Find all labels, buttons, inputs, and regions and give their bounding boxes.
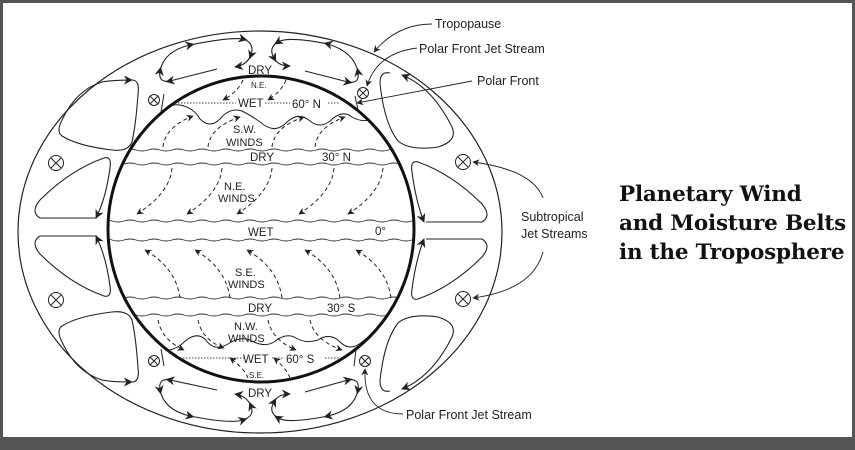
- ferrel-cell-se: [379, 315, 454, 392]
- wind-arrow-nw: [157, 319, 185, 351]
- callout-tropopause: Tropopause: [435, 17, 501, 31]
- wind-arrow-se: [194, 249, 231, 299]
- diagram-canvas: DRY N.E. WET 60° N S.W. WINDS DRY 30° N …: [3, 3, 852, 437]
- earth-globe: [106, 74, 416, 384]
- wind-arrow-se: [355, 249, 392, 299]
- label-nw-winds-2: WINDS: [228, 333, 265, 345]
- wind-arrow-sw: [162, 115, 194, 148]
- polar-cell-se-bottom: [267, 376, 364, 425]
- belt-line-30n-upper: [109, 148, 413, 152]
- globe-belts: [109, 79, 413, 379]
- wind-arrow-sw: [314, 115, 346, 148]
- label-nw-winds-1: N.W.: [234, 321, 258, 333]
- jet-stream-icon: [48, 155, 64, 171]
- polar-cell-sw-bottom: [154, 376, 257, 426]
- jet-stream-icon: [148, 355, 160, 367]
- label-lat-60n: 60° N: [292, 99, 321, 111]
- hadley-cell-ne: [411, 161, 488, 223]
- title-line-3: in the Troposphere: [619, 240, 845, 265]
- label-dry-south-pole: DRY: [248, 388, 272, 400]
- ferrel-cell-nw: [58, 75, 139, 151]
- callout-polar-front-jet-bottom: Polar Front Jet Stream: [406, 408, 532, 422]
- ferrel-cell-sw: [58, 311, 139, 387]
- jet-stream-icon: [455, 154, 471, 170]
- wind-arrow-se: [144, 249, 181, 299]
- belt-labels: DRY N.E. WET 60° N S.W. WINDS DRY 30° N …: [218, 65, 386, 400]
- label-wet-60s: WET: [243, 354, 269, 366]
- jet-streams: [48, 87, 471, 367]
- title-line-1: Planetary Wind: [619, 182, 802, 207]
- circulation-cells: [34, 33, 488, 426]
- polar-cell-nw-top: [154, 33, 257, 85]
- belt-line-30s-upper: [109, 296, 413, 300]
- belt-line-30s-lower: [109, 313, 413, 317]
- wind-arrow-sw: [271, 115, 305, 148]
- label-dry-30n: DRY: [250, 152, 274, 164]
- label-se-winds-2: WINDS: [228, 279, 265, 291]
- belt-line-30n-lower: [109, 162, 413, 166]
- label-dry-30s: DRY: [248, 303, 272, 315]
- label-lat-0: 0°: [375, 226, 386, 238]
- wind-belts-diagram: DRY N.E. WET 60° N S.W. WINDS DRY 30° N …: [17, 17, 588, 434]
- label-ne-winds-1: N.E.: [224, 181, 245, 193]
- hadley-cell-sw: [34, 235, 111, 297]
- surface-wind-arrows: [136, 79, 392, 379]
- title-line-2: and Moisture Belts: [619, 211, 847, 236]
- belt-line-eq-lower: [109, 238, 413, 242]
- wind-arrow-se: [304, 249, 341, 299]
- jet-stream-icon: [455, 291, 471, 307]
- wind-arrow-polar-se: [229, 357, 249, 379]
- callout-polar-front: Polar Front: [477, 74, 539, 88]
- callout-polar-front-jet-top: Polar Front Jet Stream: [419, 42, 545, 56]
- callout-labels: Tropopause Polar Front Jet Stream Polar …: [406, 17, 588, 422]
- wind-arrow-sw: [207, 115, 241, 148]
- label-wet-equator: WET: [248, 227, 274, 239]
- belt-line-eq-upper: [109, 219, 413, 223]
- wind-arrow-se: [246, 249, 283, 299]
- label-lat-30n: 30° N: [322, 152, 351, 164]
- callout-subtropical-2: Jet Streams: [521, 227, 588, 241]
- polar-front-jet-bottom-leader: [361, 368, 404, 415]
- diagram-title: Planetary Wind and Moisture Belts in the…: [619, 180, 846, 267]
- label-sw-winds-2: WINDS: [226, 137, 263, 149]
- label-wet-60n: WET: [238, 98, 264, 110]
- jet-stream-icon: [357, 87, 369, 99]
- tropopause-outline: [17, 30, 503, 434]
- ferrel-cell-ne: [379, 72, 454, 149]
- wind-arrow-nw: [267, 319, 297, 351]
- label-dry-north-pole: DRY: [248, 65, 272, 77]
- polar-front-leader: [356, 80, 473, 106]
- label-se-polar: S.E.: [249, 371, 264, 380]
- wind-arrow-polar-se: [273, 357, 291, 379]
- polar-front-south: [159, 333, 385, 351]
- callout-leaders: [356, 23, 544, 415]
- label-ne-polar: N.E.: [251, 81, 267, 90]
- jet-stream-icon: [148, 94, 160, 106]
- tropopause-leader: [373, 23, 433, 53]
- label-sw-winds-1: S.W.: [233, 124, 256, 136]
- label-lat-30s: 30° S: [327, 303, 356, 315]
- polar-front-north: [157, 104, 397, 129]
- wind-arrow-nw: [309, 319, 343, 352]
- jet-stream-icon: [48, 292, 64, 308]
- label-ne-winds-2: WINDS: [218, 193, 255, 205]
- subtropical-jet-top-leader: [472, 159, 544, 199]
- belt-lines: [109, 148, 413, 317]
- label-se-winds-1: S.E.: [235, 267, 256, 279]
- jet-stream-icon: [359, 355, 371, 367]
- label-lat-60s: 60° S: [286, 354, 315, 366]
- wind-arrow-nw: [197, 319, 225, 350]
- hadley-cell-nw: [34, 157, 111, 219]
- callout-subtropical-1: Subtropical: [521, 210, 584, 224]
- hadley-cell-se: [411, 238, 488, 300]
- polar-front-jet-top-leader: [365, 47, 418, 87]
- polar-cell-ne-top: [267, 35, 364, 86]
- subtropical-jet-bottom-leader: [472, 251, 544, 301]
